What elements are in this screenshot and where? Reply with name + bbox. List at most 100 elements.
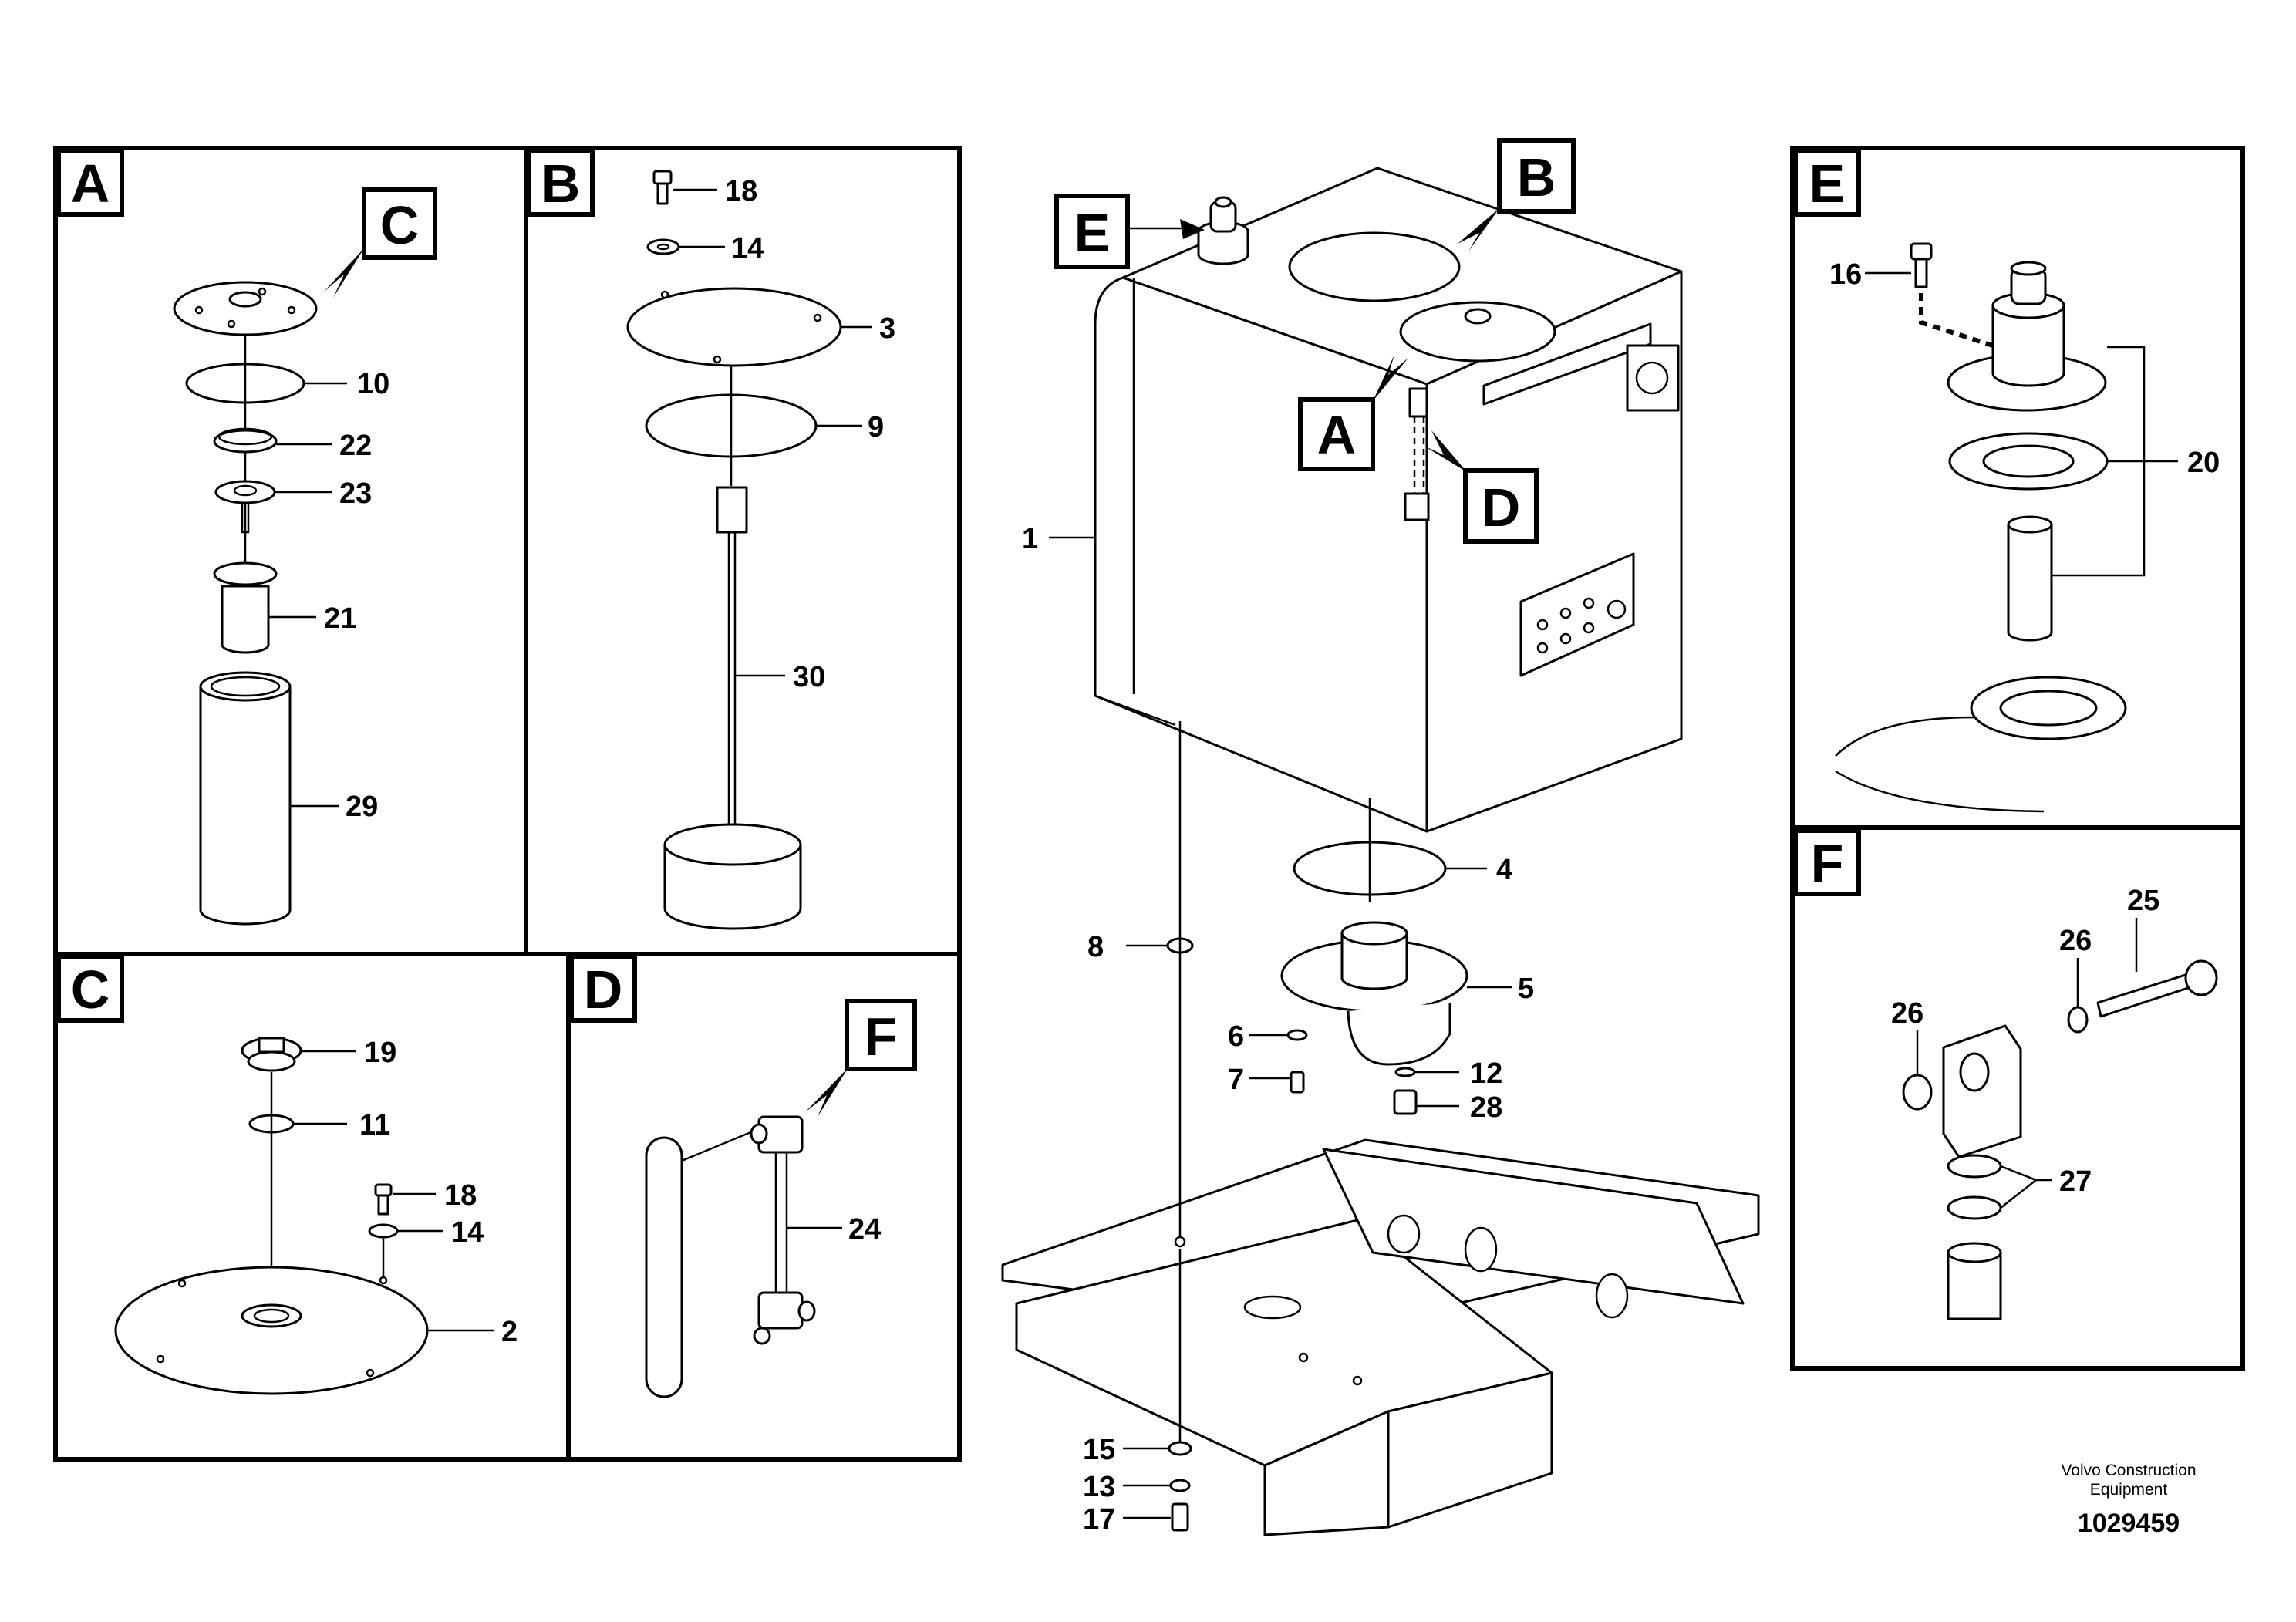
spring-ring-22: [213, 429, 278, 454]
plate-hole: [1559, 632, 1572, 645]
plate-hole: [1559, 607, 1572, 619]
washer-hole: [656, 243, 670, 251]
banjo-bolt-25: [2096, 972, 2197, 1018]
bolt-hole: [194, 305, 204, 315]
valve-stem: [241, 503, 250, 534]
part-number-26-b: 26: [1891, 997, 1923, 1030]
tank-contour: [1835, 716, 1975, 757]
part-number-24: 24: [848, 1213, 881, 1246]
frame-window: [1595, 1273, 1629, 1319]
part-number-8: 8: [1087, 931, 1104, 963]
strainer-neck: [1340, 932, 1408, 990]
frame-hole: [1174, 1236, 1186, 1248]
callout-f-arrow: [805, 1067, 848, 1117]
filter-top-inner: [210, 676, 281, 697]
sensor-float: [663, 843, 802, 930]
part-number-28: 28: [1470, 1091, 1502, 1124]
part-number-13: 13: [1083, 1471, 1115, 1503]
credit-block: Volvo Construction Equipment 1029459: [2061, 1462, 2196, 1538]
callout-b-box: [1497, 138, 1576, 214]
drawing-number: 1029459: [2078, 1509, 2180, 1538]
washer-26-b: [1902, 1074, 1933, 1111]
panel-e-label-box: [1793, 149, 1861, 217]
cover-3: [626, 287, 842, 367]
plate-2: [114, 1266, 429, 1395]
bolt-7: [1290, 1071, 1305, 1094]
part-number-21: 21: [324, 602, 356, 635]
callout-f-label: F: [865, 1007, 898, 1067]
breather: [1197, 221, 1249, 265]
frame-hole: [1352, 1375, 1363, 1386]
bolt-hole: [227, 319, 236, 329]
bolt-16-shank: [1914, 258, 1928, 288]
bolt-hole: [813, 313, 822, 322]
breather-base-inner: [1999, 690, 2098, 727]
callout-c-label: C: [380, 195, 420, 255]
valve-23: [214, 480, 276, 504]
plate-hole: [1583, 622, 1595, 634]
tank-right-face: [1425, 270, 1683, 833]
callout-c-arrow: [324, 248, 364, 298]
callout-a-label: A: [1317, 405, 1357, 465]
arrow-a: [1373, 355, 1408, 401]
tank-cover-a: [1399, 301, 1556, 363]
frame-window: [1464, 1226, 1498, 1273]
callout-d-label: D: [1482, 477, 1521, 538]
arrow-d: [1424, 430, 1467, 472]
tank-cover-b: [1288, 231, 1461, 302]
callout-f-box: [845, 999, 917, 1071]
callout-c-box: [362, 187, 437, 260]
part-number-14-b: 14: [731, 232, 764, 265]
banjo-fitting-eye: [1959, 1052, 1990, 1092]
breather-cap-top: [2010, 261, 2047, 276]
tank-cover-a-plug: [1464, 308, 1492, 325]
washer-6: [1286, 1029, 1308, 1041]
panel-e-label: E: [1809, 153, 1846, 214]
gasket-inner: [1982, 444, 2075, 478]
part-number-6: 6: [1228, 1020, 1244, 1053]
gauge-mount-upper: [1408, 387, 1428, 418]
panel-a-label: A: [71, 153, 110, 214]
breather-tip: [1214, 196, 1232, 208]
frame-rail: [1322, 1148, 1745, 1305]
credit-line-1: Volvo Construction: [2061, 1462, 2196, 1479]
plug-head: [258, 1037, 285, 1054]
part-number-18-b: 18: [725, 175, 757, 207]
panel-b: B 18 14 3 9 30: [527, 149, 895, 930]
o-ring-27-b: [1947, 1195, 2002, 1220]
callout-a-box: [1298, 397, 1375, 471]
tank-port-plate: [1519, 552, 1635, 677]
panel-f-label-box: [1793, 828, 1861, 896]
sensor-head: [716, 486, 748, 534]
main-tank-group: 1 E B A D 4 5 12: [1001, 138, 1760, 1536]
part-number-15: 15: [1083, 1434, 1115, 1466]
plate-hole: [1536, 619, 1549, 631]
spring-inner: [217, 427, 273, 446]
sight-glass: [645, 1136, 683, 1398]
credit-line-2: Equipment: [2090, 1481, 2168, 1499]
part-number-22: 22: [339, 430, 372, 462]
part-number-3: 3: [879, 312, 895, 345]
panel-f-label: F: [1811, 833, 1844, 893]
plug-base: [247, 1050, 296, 1072]
breather-body: [1991, 304, 2065, 387]
panel-c-label-box: [56, 955, 124, 1023]
callout-d-box: [1463, 468, 1539, 544]
part-number-16: 16: [1829, 258, 1862, 291]
banjo-bolt-head: [2184, 959, 2218, 996]
panel-c: C 19 11 18 14 2: [56, 955, 518, 1395]
right-panel-group: [1790, 146, 2245, 1371]
bolt-17: [1171, 1502, 1189, 1532]
right-frame: [1790, 146, 2245, 1371]
part-number-26-a: 26: [2059, 925, 2092, 957]
o-ring-12: [1394, 1067, 1416, 1077]
panel-e: E 16 20: [1793, 149, 2220, 813]
bolt-16: [1910, 242, 1933, 261]
part-number-10: 10: [357, 368, 389, 400]
frame-window: [1387, 1214, 1421, 1254]
frame-side: [1387, 1371, 1553, 1529]
part-number-18-c: 18: [444, 1179, 477, 1212]
part-number-17: 17: [1083, 1503, 1115, 1536]
gauge-lower-nipple: [753, 1327, 771, 1345]
